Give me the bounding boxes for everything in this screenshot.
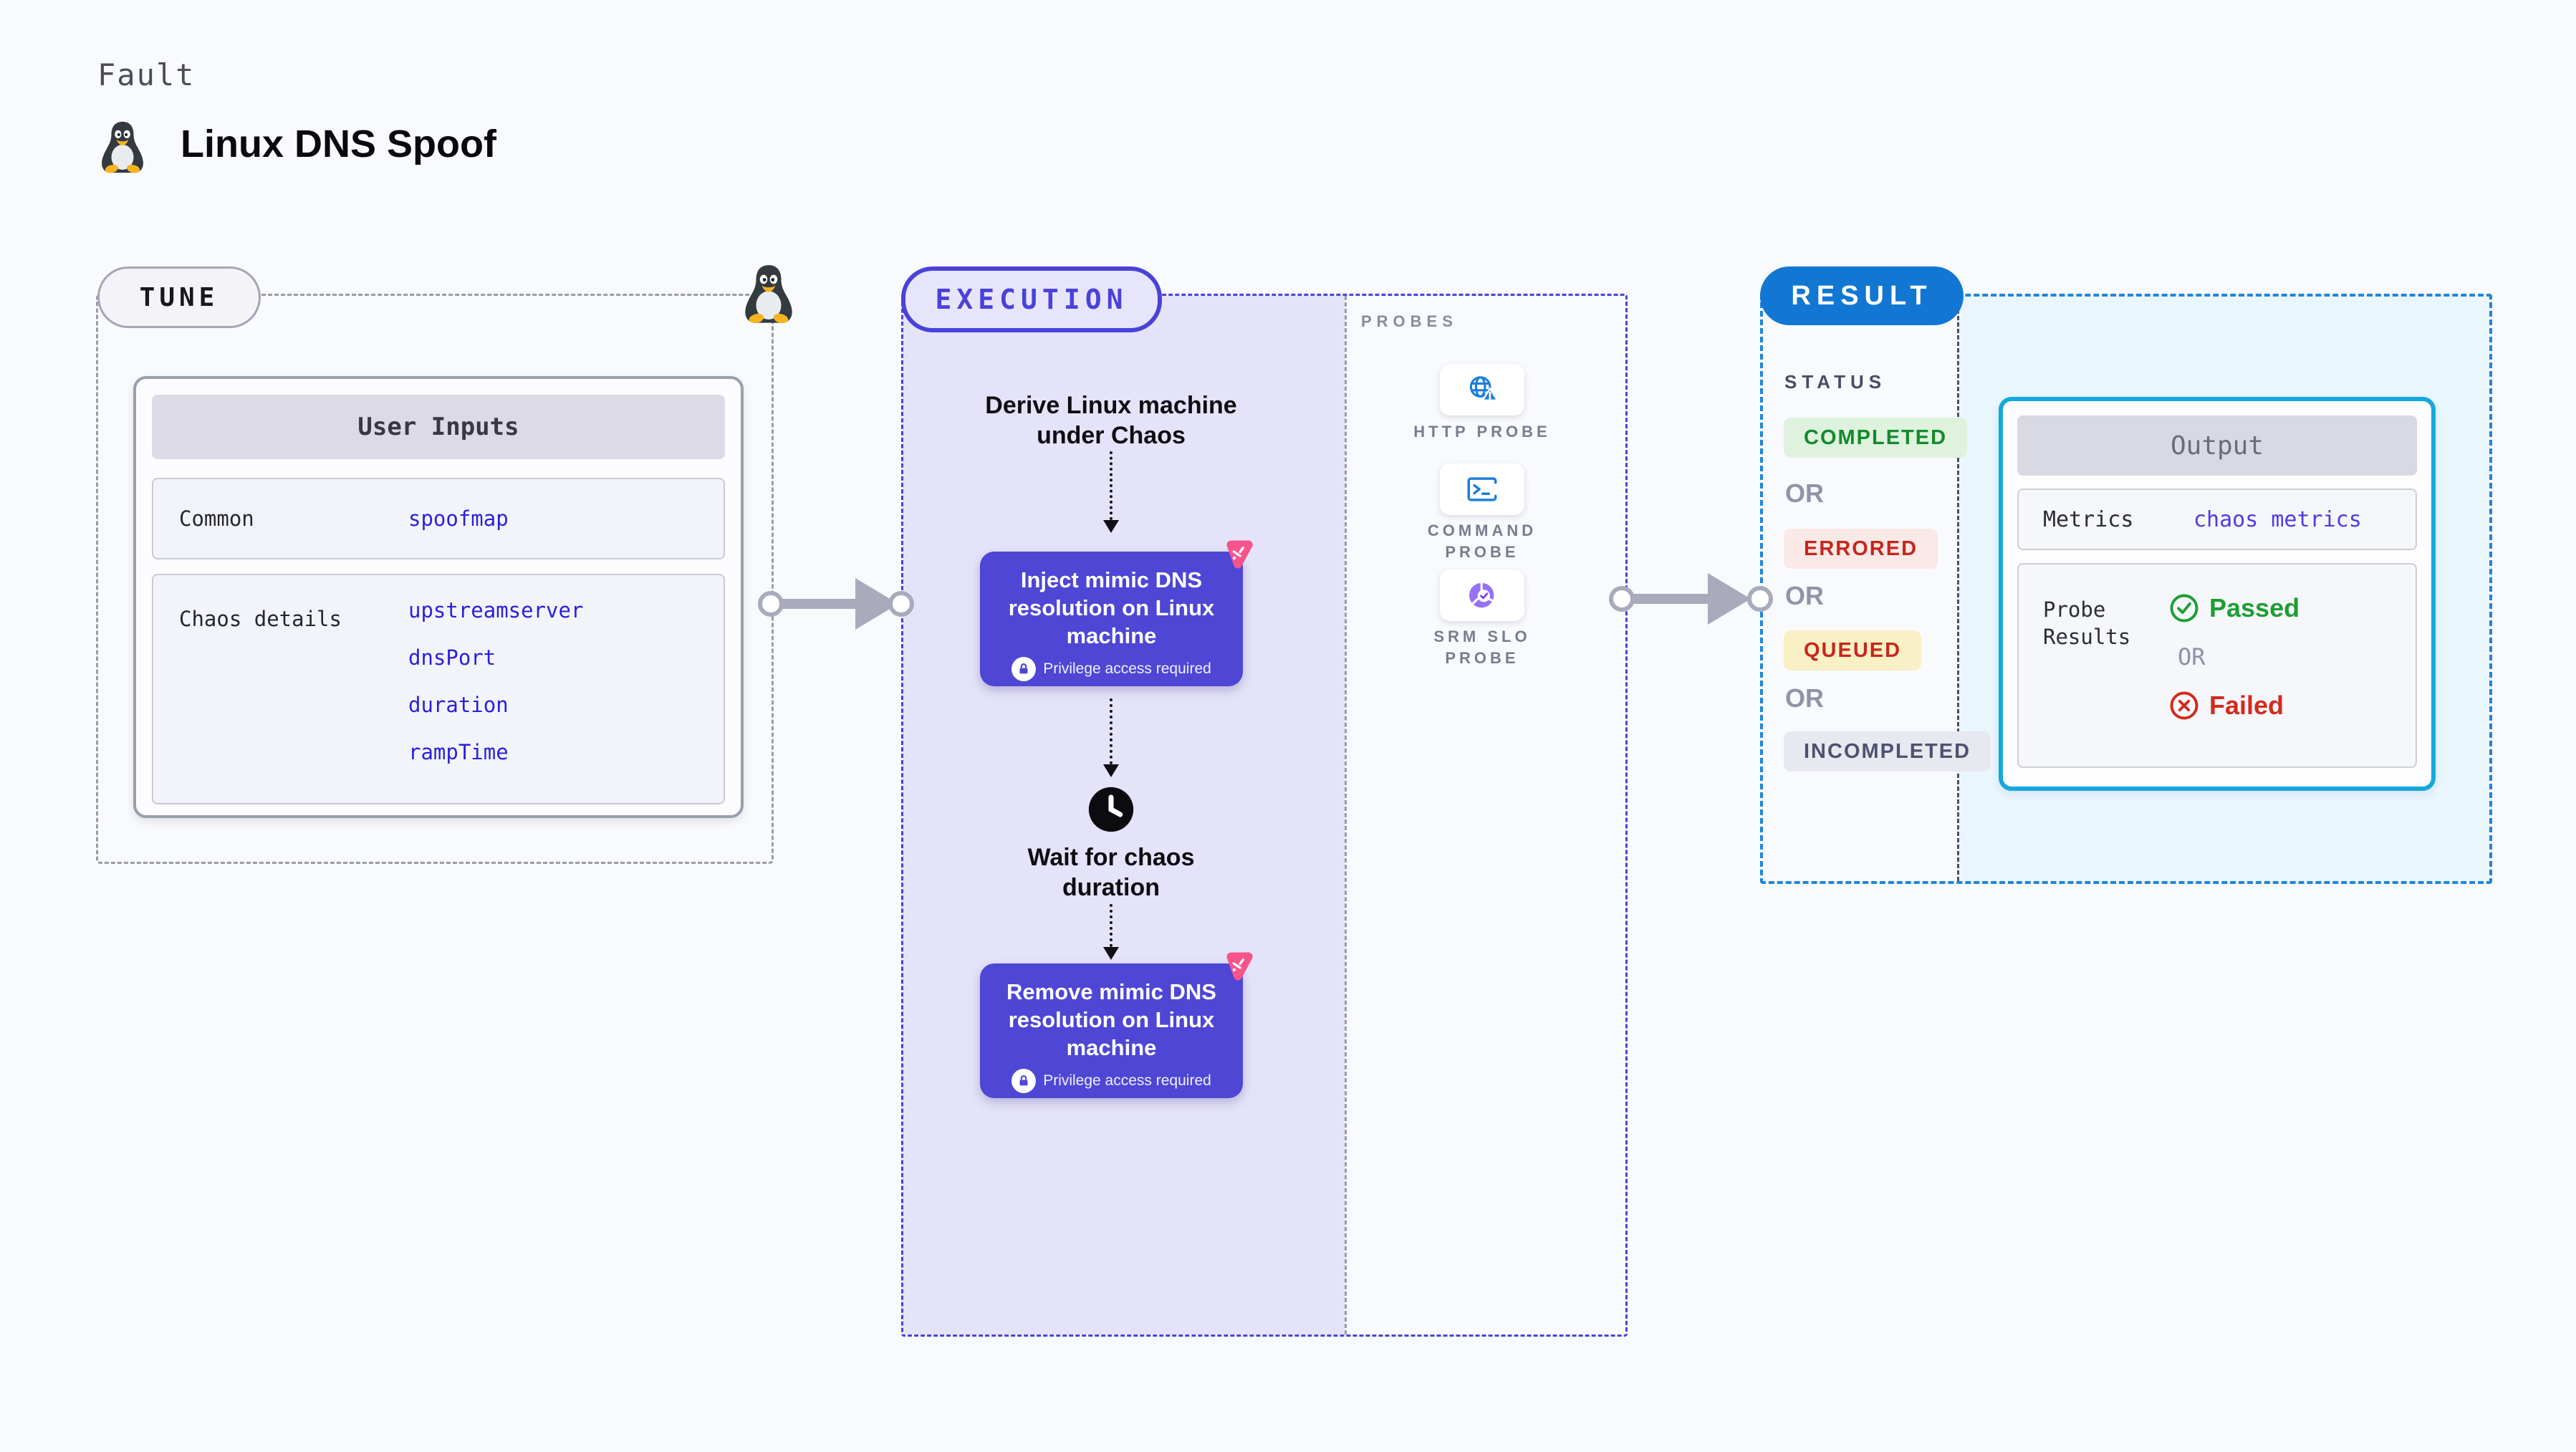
srm-slo-probe-card	[1440, 569, 1524, 621]
execution-badge: EXECUTION	[901, 266, 1162, 332]
chaos-details-values: upstreamserver dnsPort duration rampTime	[408, 575, 583, 776]
tune-badge: TUNE	[97, 266, 261, 328]
input-value: spoofmap	[408, 506, 509, 531]
status-badge-queued: QUEUED	[1784, 630, 1922, 670]
http-probe-label: HTTP PROBE	[1413, 423, 1551, 441]
arrow-line	[1622, 594, 1708, 604]
passed-label: Passed	[2209, 593, 2300, 622]
flow-arrow-head-icon	[1103, 764, 1119, 777]
remove-chaos-node: Remove mimic DNS resolution on Linux mac…	[980, 963, 1243, 1098]
input-row-common: Common spoofmap	[152, 478, 725, 559]
connector-dot	[1747, 586, 1773, 612]
status-badge-completed: COMPLETED	[1784, 418, 1968, 458]
input-value: dnsPort	[408, 645, 496, 670]
privilege-note: Privilege access required	[997, 657, 1226, 681]
remove-node-label: Remove mimic DNS resolution on Linux mac…	[1006, 979, 1216, 1060]
probes-divider	[1345, 296, 1347, 1335]
or-label: OR	[1785, 581, 1824, 610]
flow-arrow	[1110, 451, 1112, 520]
metrics-label: Metrics	[2043, 506, 2134, 532]
input-value: rampTime	[408, 740, 509, 764]
flow-arrow	[1110, 698, 1112, 764]
privilege-note-text: Privilege access required	[1043, 1072, 1211, 1089]
or-label: OR	[2178, 643, 2206, 670]
page-title: Linux DNS Spoof	[181, 122, 496, 165]
input-row-label: Common	[179, 506, 254, 531]
probes-title: PROBES	[1361, 312, 1458, 330]
passed-verdict: Passed	[2169, 593, 2299, 623]
chaos-spark-icon	[1218, 536, 1255, 573]
http-probe-icon	[1469, 376, 1499, 402]
flow-arrow-head-icon	[1103, 947, 1119, 960]
command-probe-label: COMMAND PROBE	[1427, 521, 1537, 561]
metrics-value: chaos metrics	[2193, 506, 2362, 532]
verdict-stack: Passed OR Failed	[2169, 593, 2299, 721]
probe-results-row: Probe Results Passed OR Failed	[2017, 563, 2417, 768]
arrow-line	[771, 599, 855, 609]
derive-step-label: Derive Linux machine under Chaos	[985, 392, 1237, 449]
failed-verdict: Failed	[2169, 691, 2299, 721]
linux-tux-icon	[102, 121, 143, 173]
user-inputs-title: User Inputs	[152, 395, 725, 459]
input-value: duration	[408, 693, 509, 717]
input-row-chaos-details: Chaos details upstreamserver dnsPort dur…	[152, 574, 725, 804]
inject-node-label: Inject mimic DNS resolution on Linux mac…	[1008, 567, 1215, 648]
input-value: upstreamserver	[408, 598, 584, 622]
chaos-spark-icon	[1218, 948, 1255, 985]
inject-chaos-node: Inject mimic DNS resolution on Linux mac…	[980, 552, 1243, 686]
srm-slo-probe-label: SRM SLO PROBE	[1433, 628, 1531, 667]
user-inputs-card: User Inputs Common spoofmap Chaos detail…	[133, 376, 744, 818]
probe-results-label: Probe Results	[2043, 597, 2131, 649]
status-badge-errored: ERRORED	[1784, 529, 1938, 569]
failed-label: Failed	[2209, 691, 2284, 720]
command-probe-icon	[1467, 477, 1497, 501]
clock-icon	[1087, 785, 1135, 834]
status-title: STATUS	[1784, 371, 1887, 393]
connector-dot	[888, 591, 914, 617]
check-circle-icon	[2170, 594, 2198, 622]
lock-icon	[1011, 1069, 1037, 1093]
privilege-note-text: Privilege access required	[1043, 660, 1211, 677]
input-row-label: Chaos details	[179, 607, 342, 631]
connector-dot	[758, 591, 784, 617]
output-title: Output	[2017, 415, 2417, 476]
tune-section-box	[96, 294, 774, 864]
x-circle-icon	[2170, 691, 2198, 720]
result-badge: RESULT	[1760, 266, 1964, 325]
flow-arrow-head-icon	[1103, 520, 1119, 533]
or-label: OR	[1785, 479, 1824, 508]
linux-tux-icon-small	[745, 265, 792, 323]
status-badge-incompleted: INCOMPLETED	[1784, 731, 1991, 771]
metrics-row: Metrics chaos metrics	[2017, 489, 2417, 550]
lock-icon	[1011, 657, 1037, 681]
wait-step-label: Wait for chaos duration	[1027, 844, 1195, 901]
srm-slo-probe-icon	[1468, 581, 1495, 609]
http-probe-card	[1440, 364, 1524, 415]
connector-dot	[1609, 586, 1635, 612]
arrow-head-icon	[1708, 573, 1751, 625]
fault-kicker: Fault	[97, 57, 196, 92]
flow-arrow	[1110, 904, 1112, 947]
or-label: OR	[1785, 683, 1824, 713]
privilege-note: Privilege access required	[997, 1069, 1226, 1093]
output-card: Output Metrics chaos metrics Probe Resul…	[1999, 397, 2436, 791]
command-probe-card	[1440, 463, 1524, 515]
